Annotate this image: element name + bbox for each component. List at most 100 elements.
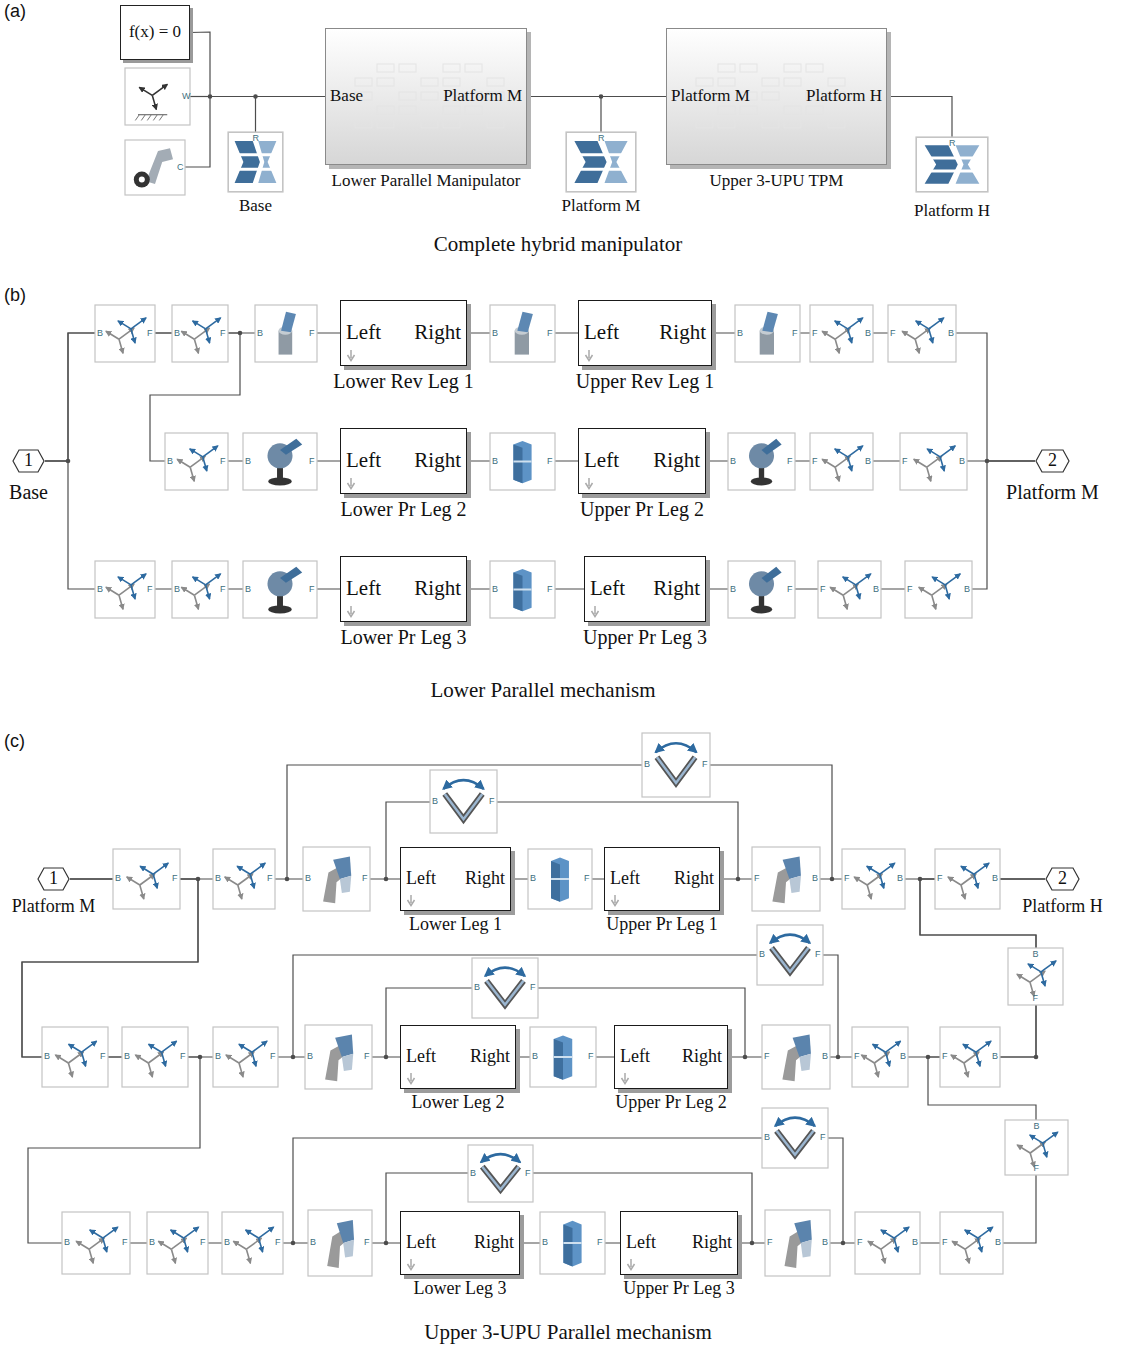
port-text: Left	[346, 321, 381, 344]
port-letter: B	[245, 457, 251, 466]
port-letter: B	[174, 585, 180, 594]
port-letter: F	[220, 329, 226, 338]
port-number: 1	[24, 451, 33, 471]
port-letter: C	[177, 163, 184, 172]
leg-subsystem: LeftRightUpper Pr Leg 2	[578, 428, 706, 494]
weld-joint-icon	[762, 1108, 828, 1168]
subsystem-arrow-icon	[346, 350, 356, 362]
weld-joint-icon	[642, 733, 710, 797]
block-caption: Platform M	[12, 897, 96, 917]
joint-icon	[566, 132, 636, 192]
joint-icon	[728, 561, 795, 618]
frame-transform-icon	[95, 305, 155, 362]
port-letter: B	[124, 1052, 130, 1061]
subsystem-block: BasePlatform MLower Parallel Manipulator	[325, 28, 527, 165]
subsystem-arrow-icon	[346, 606, 356, 618]
port-letter: B	[897, 874, 903, 883]
subsystem-arrow-icon	[584, 350, 594, 362]
leg-subsystem: LeftRightLower Pr Leg 2	[340, 428, 467, 494]
leg-subsystem: LeftRightLower Rev Leg 1	[340, 300, 467, 366]
connector-wire	[190, 32, 325, 97]
joint-icon	[255, 305, 317, 362]
port-letter: B	[532, 1052, 538, 1061]
port-letter: F	[547, 457, 553, 466]
port-text: Left	[346, 577, 381, 600]
port-letter: B	[992, 1052, 998, 1061]
port-hexagon: 1Platform M	[37, 867, 70, 891]
port-letter: B	[865, 457, 871, 466]
subsystem-arrow-icon	[620, 1073, 630, 1085]
joint-icon	[303, 847, 370, 911]
port-letter: F	[890, 329, 896, 338]
frame-transform-icon	[213, 849, 275, 909]
block-caption: Lower Leg 3	[414, 1279, 507, 1299]
port-letter: F	[1034, 1164, 1040, 1173]
subsystem-arrow-icon	[406, 895, 416, 907]
port-letter: F	[364, 1238, 370, 1247]
block-caption: Upper Rev Leg 1	[576, 370, 714, 392]
port-letter: B	[730, 457, 736, 466]
block-caption: Upper 3-UPU TPM	[710, 172, 844, 191]
port-letter: B	[822, 1238, 828, 1247]
frame-transform-icon	[172, 305, 228, 362]
port-letter: F	[100, 1052, 106, 1061]
port-letter: B	[215, 874, 221, 883]
subsystem-arrow-icon	[406, 1259, 416, 1271]
frame-transform-icon	[900, 433, 967, 490]
weld-joint-icon	[468, 1145, 533, 1202]
port-letter: B	[115, 874, 121, 883]
port-letter: F	[597, 1238, 603, 1247]
port-letter: F	[844, 874, 850, 883]
port-letter: B	[97, 585, 103, 594]
port-letter: B	[995, 1238, 1001, 1247]
weld-joint-icon	[430, 770, 497, 833]
block-caption: Base	[239, 197, 272, 216]
port-letter: B	[257, 329, 263, 338]
connector-wire	[467, 588, 584, 589]
subsystem-arrow-icon	[346, 478, 356, 490]
joint-icon	[735, 305, 800, 362]
port-letter: B	[959, 457, 965, 466]
panel-caption: Upper 3-UPU Parallel mechanism	[424, 1322, 712, 1343]
port-text: Left	[620, 1047, 650, 1067]
joint-icon	[243, 561, 317, 618]
port-letter: B	[64, 1238, 70, 1247]
subsystem-arrow-icon	[626, 1259, 636, 1271]
port-letter: F	[270, 1052, 276, 1061]
port-letter: F	[820, 585, 826, 594]
port-letter: F	[588, 1052, 594, 1061]
block-caption: Base	[9, 481, 48, 503]
frame-transform-icon	[62, 1212, 130, 1274]
leg-subsystem: LeftRightUpper Rev Leg 1	[578, 300, 712, 366]
port-letter: F	[787, 457, 793, 466]
joint-icon	[530, 1027, 596, 1087]
block-caption: Lower Pr Leg 2	[340, 498, 466, 520]
port-text: Right	[659, 321, 706, 344]
block-caption: Platform H	[914, 202, 990, 221]
port-letter: F	[754, 874, 760, 883]
frame-transform-icon	[165, 433, 228, 490]
port-text: Left	[406, 869, 436, 889]
port-letter: F	[902, 457, 908, 466]
block-caption: Upper Pr Leg 2	[615, 1093, 726, 1113]
port-text: Right	[692, 1233, 732, 1253]
leg-subsystem: LeftRightLower Leg 2	[400, 1025, 516, 1089]
joint-icon	[125, 140, 185, 195]
joint-icon	[308, 1210, 372, 1276]
port-text: f(x) = 0	[129, 23, 181, 42]
block-caption: Platform M	[562, 197, 641, 216]
frame-transform-icon	[95, 561, 155, 618]
port-letter: B	[912, 1238, 918, 1247]
panel-letter: (b)	[4, 286, 26, 304]
leg-subsystem: LeftRightUpper Pr Leg 1	[604, 847, 720, 911]
port-letter: F	[309, 585, 315, 594]
block-caption: Platform M	[1006, 481, 1099, 503]
port-letter: B	[224, 1238, 230, 1247]
joint-icon	[765, 1210, 830, 1276]
port-letter: F	[200, 1238, 206, 1247]
port-letter: R	[949, 139, 956, 148]
wire	[190, 96, 210, 97]
frame-transform-icon	[172, 561, 228, 618]
joint-icon	[305, 1025, 372, 1089]
panel-letter: (c)	[4, 732, 25, 750]
